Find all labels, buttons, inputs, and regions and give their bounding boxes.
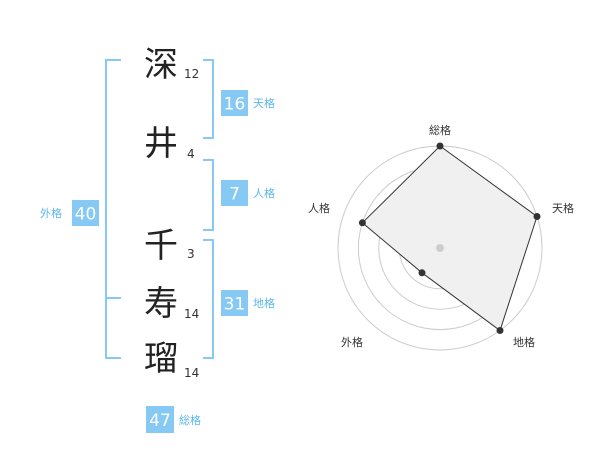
radar-axis-label-3: 地格 <box>513 335 535 349</box>
char-1: 深 <box>144 45 178 85</box>
chikaku-bracket <box>203 239 214 359</box>
tenkaku-bracket <box>203 59 214 139</box>
radar-center-dot <box>436 244 444 252</box>
radar-point-4 <box>418 269 426 277</box>
jinkaku: 7 人格 <box>221 180 275 206</box>
jinkaku-badge <box>221 180 248 206</box>
strokes-2: 4 <box>187 147 195 161</box>
outer-bracket <box>105 59 121 359</box>
soukaku-badge <box>146 406 174 433</box>
chikaku-badge <box>221 290 248 316</box>
radar-axis-label-5: 人格 <box>308 201 330 215</box>
radar-axis-label-4: 外格 <box>341 335 363 349</box>
tenkaku-label: 天格 <box>253 96 275 110</box>
jinkaku-bracket <box>203 159 214 231</box>
jinkaku-value: 7 <box>229 185 240 205</box>
radar-point-3 <box>496 327 504 334</box>
strokes-4: 14 <box>184 307 199 321</box>
chikaku-value: 31 <box>224 295 246 315</box>
chikaku-label: 地格 <box>253 296 275 310</box>
gaikaku-badge <box>72 200 99 226</box>
tenkaku-value: 16 <box>224 95 246 115</box>
strokes-3: 3 <box>187 247 195 261</box>
radar-point-5 <box>358 219 366 227</box>
radar-axis-label-1: 総格 <box>429 123 451 137</box>
strokes-1: 12 <box>184 67 199 81</box>
name-characters: 深 12 井 4 千 3 寿 14 瑠 14 <box>144 45 199 380</box>
tenkaku-badge <box>221 90 248 116</box>
strokes-5: 14 <box>184 366 199 380</box>
gaikaku-label: 外格 <box>40 206 62 220</box>
char-3: 千 <box>144 226 178 266</box>
brackets <box>105 59 214 359</box>
radar-chart: 総格 天格 地格 外格 人格 <box>308 123 574 351</box>
gaikaku-value: 40 <box>75 205 97 225</box>
soukaku-value: 47 <box>149 411 171 431</box>
radar-point-2 <box>533 213 541 220</box>
char-5: 瑠 <box>144 339 178 379</box>
tenkaku: 16 天格 <box>221 90 275 116</box>
char-2: 井 <box>144 124 178 164</box>
radar-point-1 <box>436 142 444 150</box>
radar-points <box>358 142 541 334</box>
chikaku: 31 地格 <box>221 290 275 316</box>
radar-shape <box>361 145 538 332</box>
gaikaku: 外格 40 <box>40 200 99 226</box>
jinkaku-label: 人格 <box>253 186 275 200</box>
soukaku: 47 総格 <box>146 406 201 433</box>
soukaku-label: 総格 <box>179 413 201 427</box>
char-4: 寿 <box>144 284 178 324</box>
radar-axis-label-2: 天格 <box>552 201 574 215</box>
